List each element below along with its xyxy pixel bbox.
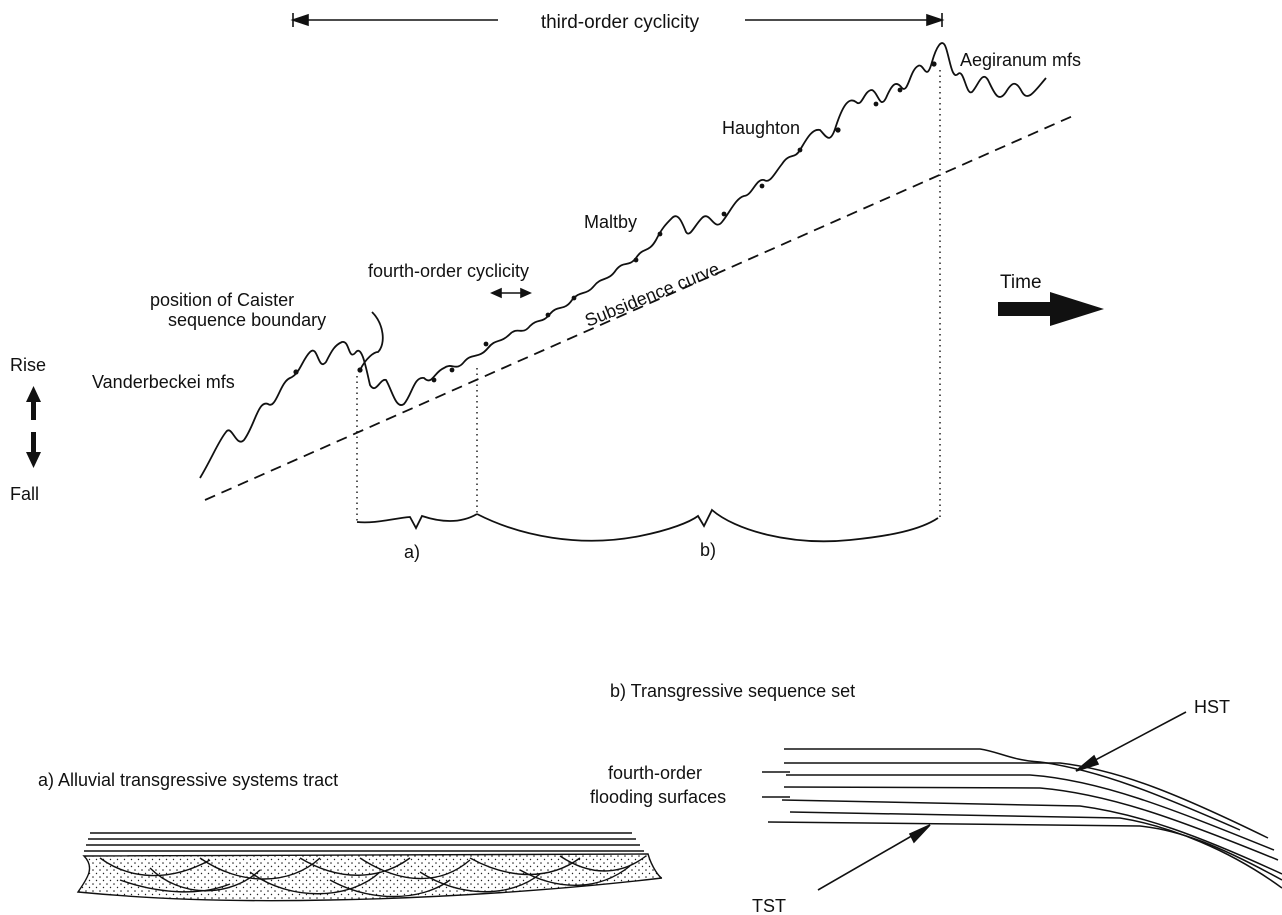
flooding-label-line2: flooding surfaces	[590, 787, 726, 807]
hst-arrow	[1075, 711, 1187, 772]
caister-label-line1: position of Caister	[150, 290, 294, 310]
third-order-arrow	[290, 13, 945, 27]
fourth-order-arrow	[490, 287, 532, 299]
third-order-label: third-order cyclicity	[541, 12, 700, 33]
fall-arrow-icon	[26, 432, 41, 468]
bracket-a	[356, 513, 478, 530]
fourth-order-label: fourth-order cyclicity	[368, 261, 529, 281]
aegiranum-label: Aegiranum mfs	[960, 50, 1081, 70]
dotted-guides	[356, 70, 941, 522]
tst-arrow	[817, 824, 931, 891]
caister-label-line2: sequence boundary	[168, 310, 326, 330]
bracket-a-label: a)	[404, 542, 420, 562]
bracket-b-label: b)	[700, 540, 716, 560]
flooding-label-line1: fourth-order	[608, 763, 702, 783]
subsidence-curve	[204, 114, 1076, 501]
subsidence-label: Subsidence curve	[582, 259, 722, 331]
maltby-label: Maltby	[584, 212, 637, 232]
fall-label: Fall	[10, 484, 39, 504]
hst-label: HST	[1194, 697, 1230, 717]
panel-b-title: b) Transgressive sequence set	[610, 681, 855, 701]
sea-level-curve	[199, 42, 1047, 479]
time-arrow-icon	[998, 292, 1104, 326]
rise-arrow-icon	[26, 386, 41, 420]
panel-a-cross-section	[76, 832, 663, 902]
panel-a-title: a) Alluvial transgressive systems tract	[38, 770, 338, 790]
time-label: Time	[1000, 272, 1042, 293]
vanderbeckei-label: Vanderbeckei mfs	[92, 372, 235, 392]
tst-label: TST	[752, 896, 786, 915]
bracket-b	[476, 508, 939, 543]
panel-b-cross-section	[767, 748, 1282, 889]
haughton-label: Haughton	[722, 118, 800, 138]
flooding-pointer-lines	[762, 771, 790, 798]
curve-marker-dots	[293, 61, 937, 383]
rise-label: Rise	[10, 355, 46, 375]
